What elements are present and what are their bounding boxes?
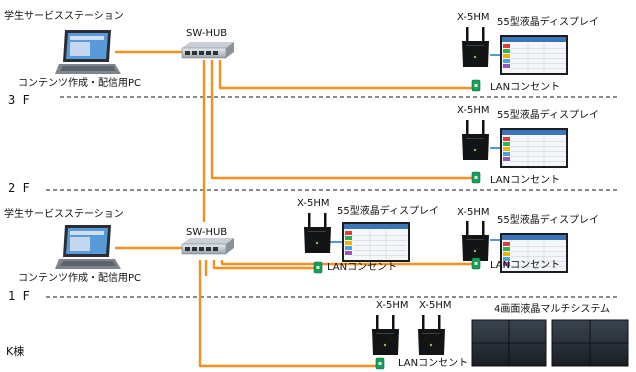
outlet-3f-icon: [471, 79, 481, 92]
ap-1f-a-icon: [304, 213, 331, 253]
pc-top-label: コンテンツ作成・配信用PC: [18, 78, 142, 89]
ap-1f-a-label: X-5HM: [297, 198, 330, 209]
station-top-label: 学生サービスステーション: [4, 11, 124, 22]
ap-k-a-icon: [372, 315, 399, 355]
floor-2f-label: 2 F: [8, 181, 30, 195]
lan-1f-b-label: LANコンセント: [490, 260, 561, 271]
lan-1f-a-label: LANコンセント: [327, 262, 398, 273]
outlet-1f-b-icon: [471, 257, 481, 270]
outlet-2f-icon: [471, 171, 481, 184]
pc-mid-label: コンテンツ作成・配信用PC: [18, 273, 142, 284]
outlet-1f-a-icon: [313, 261, 323, 274]
ap-k-b-icon: [418, 315, 445, 355]
hub-top-label: SW-HUB: [186, 28, 228, 39]
display-1f-a-icon: [341, 221, 411, 263]
ap-k-b-label: X-5HM: [419, 300, 452, 311]
display-2f-icon: [499, 127, 569, 169]
ap-1f-b-label: X-5HM: [457, 207, 490, 218]
ap-k-a-label: X-5HM: [376, 300, 409, 311]
multi-system-label: 4画面液晶マルチシステム: [494, 304, 611, 315]
display-3f-icon: [499, 34, 569, 76]
display-1f-b-label: 55型液晶ディスプレイ: [497, 215, 600, 226]
outlet-k-icon: [375, 357, 385, 370]
station-mid-label: 学生サービスステーション: [4, 209, 124, 220]
ap-1f-b-icon: [462, 221, 489, 261]
lan-2f-label: LANコンセント: [490, 175, 561, 186]
multi-display-icon: [471, 319, 629, 367]
hub-mid-label: SW-HUB: [186, 227, 228, 238]
building-k-label: K棟: [6, 345, 25, 358]
ap-3f-icon: [462, 27, 489, 67]
lan-k-label: LANコンセント: [398, 358, 469, 369]
ap-2f-label: X-5HM: [457, 105, 490, 116]
ap-3f-label: X-5HM: [457, 12, 490, 23]
lan-3f-label: LANコンセント: [490, 82, 561, 93]
floor-3f-label: 3 F: [8, 93, 30, 107]
display-3f-label: 55型液晶ディスプレイ: [497, 17, 600, 28]
pc-mid-icon: [55, 225, 121, 269]
floor-1f-label: 1 F: [8, 289, 30, 303]
display-1f-a-label: 55型液晶ディスプレイ: [337, 206, 440, 217]
pc-top-icon: [55, 30, 121, 74]
ap-2f-icon: [462, 120, 489, 160]
hub-mid-icon: [181, 237, 235, 255]
display-2f-label: 55型液晶ディスプレイ: [497, 110, 600, 121]
hub-top-icon: [181, 41, 235, 59]
